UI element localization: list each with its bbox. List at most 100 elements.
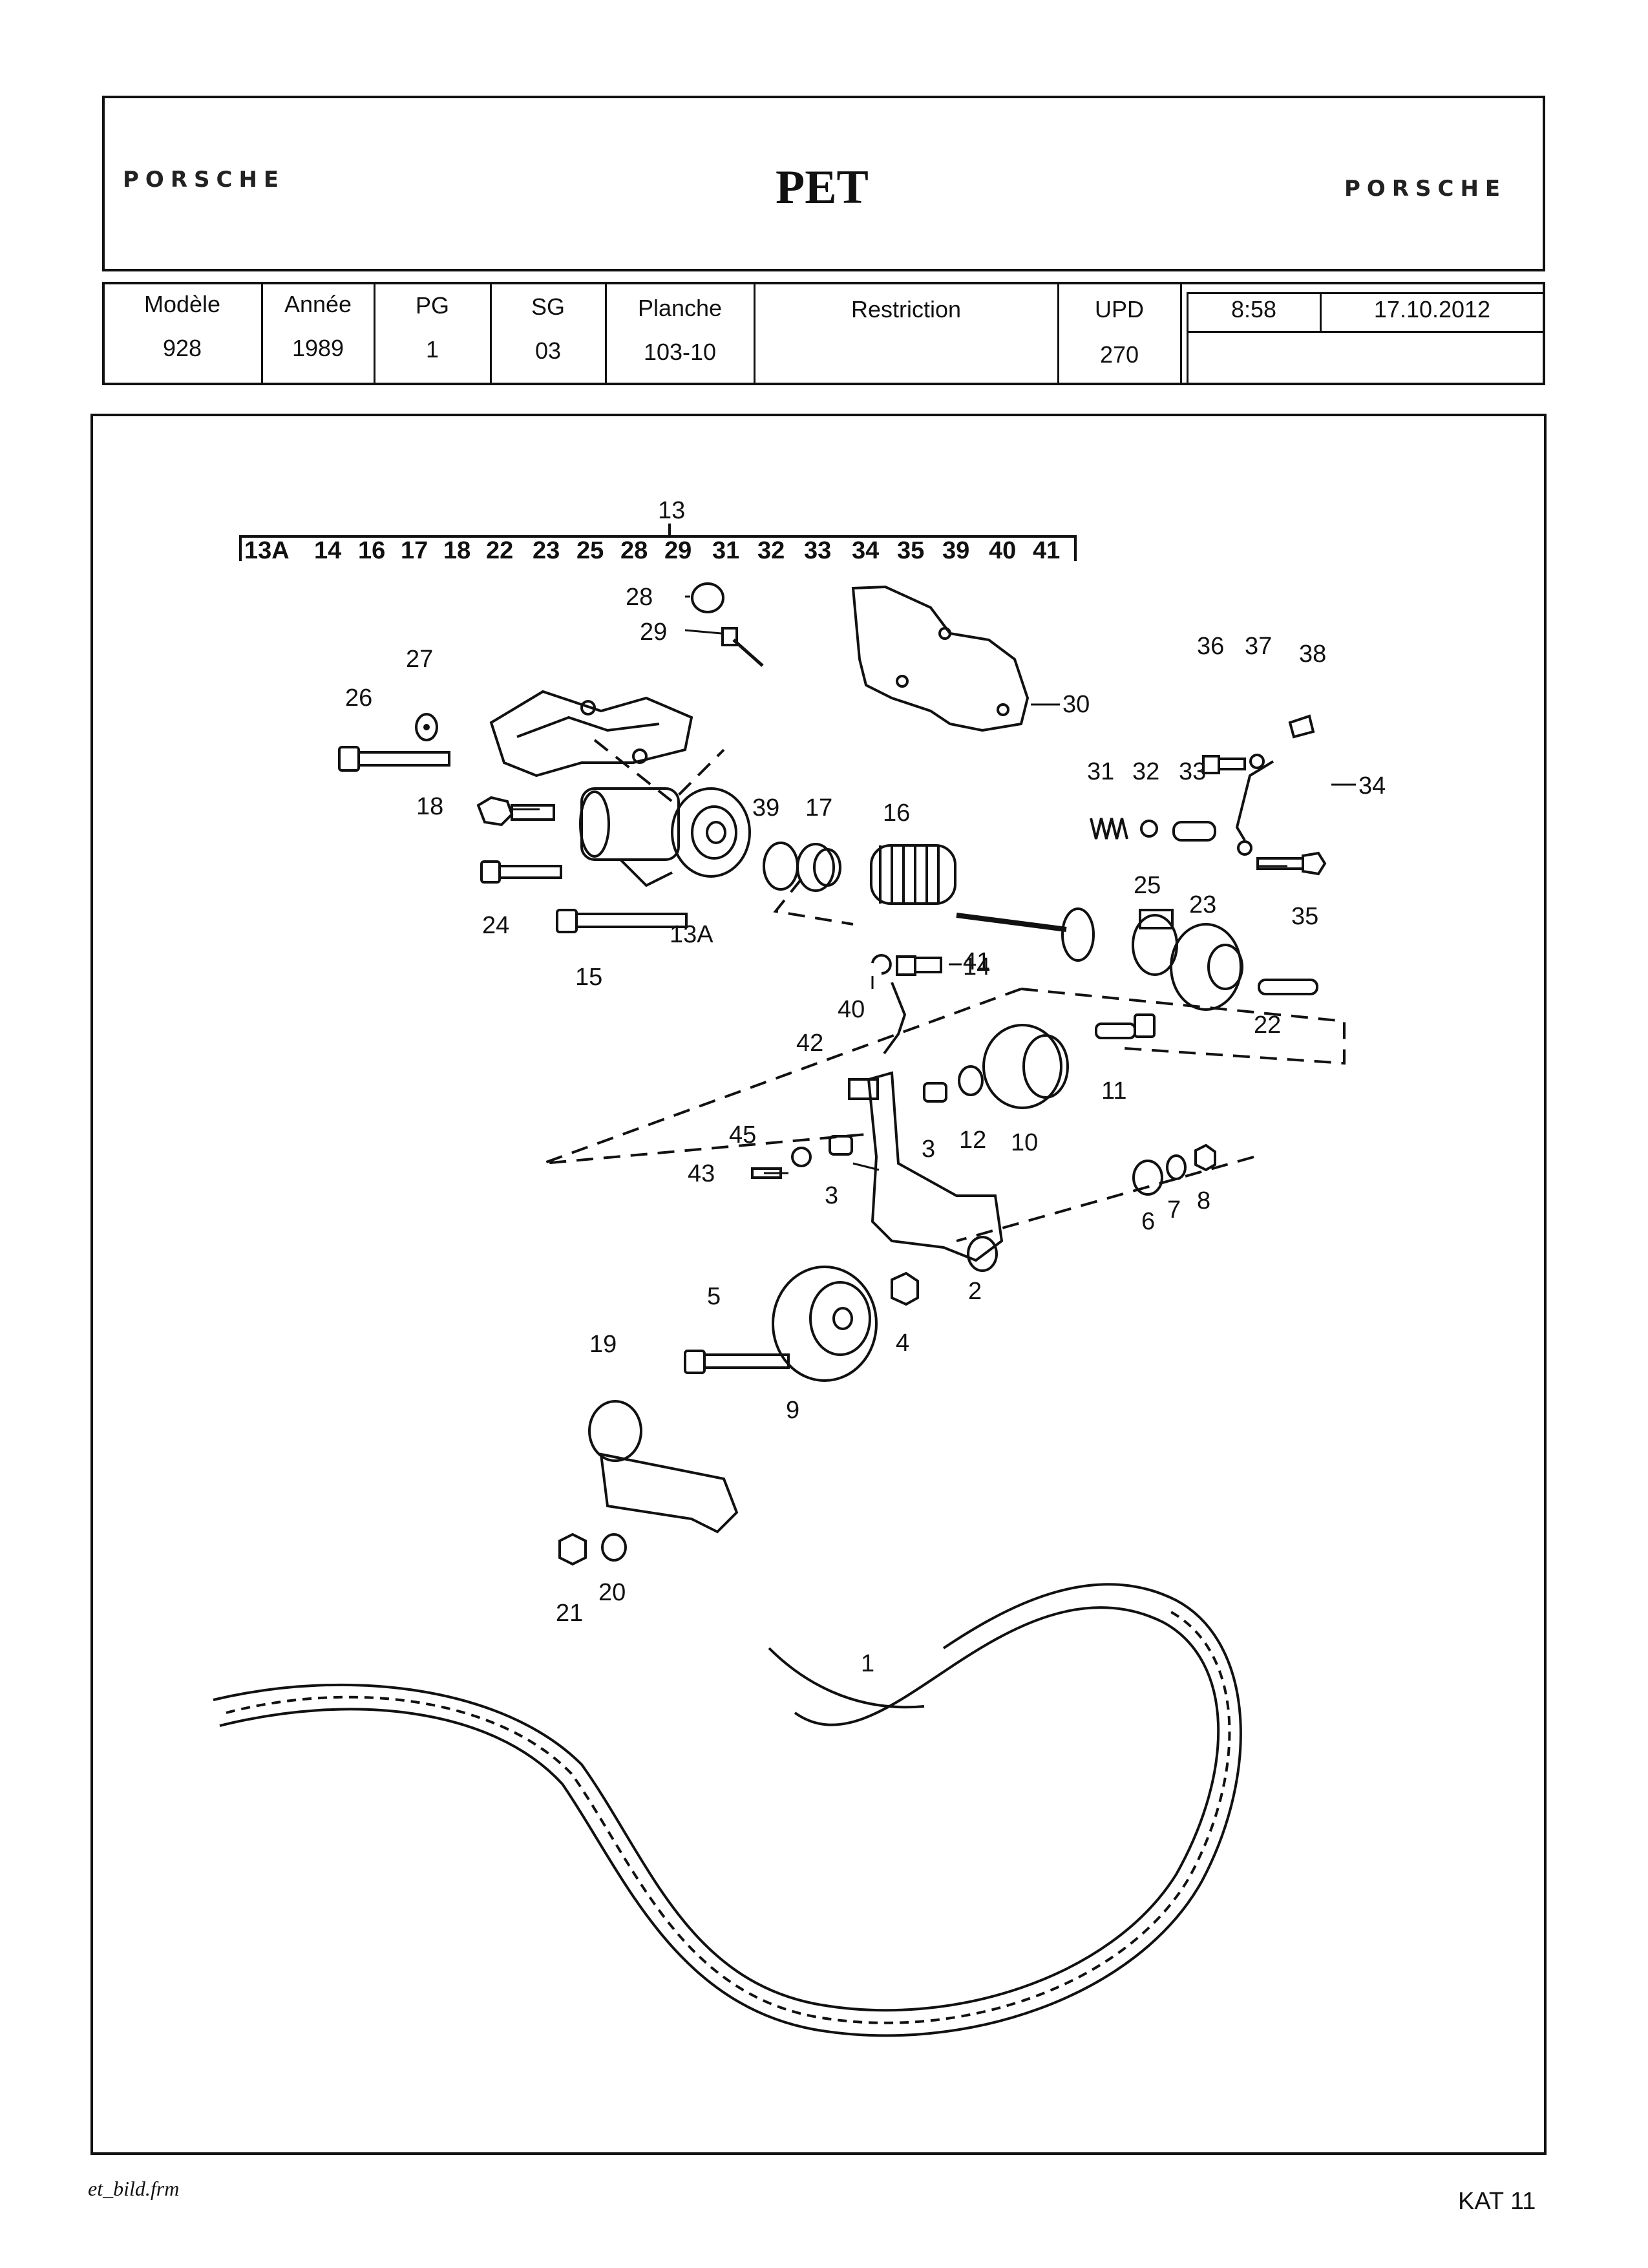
sensor-42-illustration xyxy=(848,982,907,1100)
sleeve-33-illustration xyxy=(1172,821,1216,842)
callout-14: 14 xyxy=(963,953,990,980)
sensor-35-illustration xyxy=(1256,851,1327,876)
group-item: 40 xyxy=(989,537,1016,564)
bolt-15-illustration xyxy=(556,909,688,933)
piston-17-illustration xyxy=(796,843,841,892)
group-item: 25 xyxy=(576,537,604,564)
col-label-restriction: Restriction xyxy=(850,296,962,323)
callout-8: 8 xyxy=(1197,1187,1210,1214)
col-label-model: Modèle xyxy=(143,291,221,317)
callout-15: 15 xyxy=(575,964,602,991)
washer-7-illustration xyxy=(1166,1154,1187,1180)
callout-43: 43 xyxy=(688,1160,715,1187)
bolt-5-illustration xyxy=(684,1350,790,1374)
callout-40: 40 xyxy=(838,996,865,1023)
callout-4: 4 xyxy=(896,1330,909,1357)
table-divider xyxy=(754,283,755,384)
bolt-36-illustration xyxy=(1202,755,1246,774)
callout-3: 3 xyxy=(825,1182,838,1209)
time-value: 8:58 xyxy=(1231,296,1277,323)
callout-27: 27 xyxy=(406,646,433,673)
nut-21-illustration xyxy=(558,1532,587,1566)
callout-16: 16 xyxy=(883,800,910,827)
cap-28-illustration xyxy=(691,582,724,613)
nut-18-illustration xyxy=(476,796,555,827)
washer-45-illustration xyxy=(791,1147,812,1167)
screw-29-illustration xyxy=(721,627,764,667)
callout-6: 6 xyxy=(1141,1208,1155,1235)
group-item: 33 xyxy=(804,537,831,564)
callout-39: 39 xyxy=(752,794,779,821)
group-item: 35 xyxy=(897,537,924,564)
callout-2: 2 xyxy=(968,1278,982,1305)
o-ring-39-illustration xyxy=(763,842,799,891)
callout-10: 10 xyxy=(1011,1129,1038,1156)
callout-13a: 13A xyxy=(670,921,713,948)
callout-19: 19 xyxy=(589,1331,617,1358)
table-divider xyxy=(1187,292,1188,384)
leader-lines xyxy=(511,595,1356,1174)
callout-41: 41 xyxy=(963,948,990,975)
col-label-year: Année xyxy=(284,291,352,317)
callout-22: 22 xyxy=(1254,1012,1281,1039)
col-label-pg: PG xyxy=(415,292,449,319)
callout-45: 45 xyxy=(729,1121,756,1149)
bushing-3-illustration xyxy=(829,1082,947,1156)
spring-31-illustration xyxy=(1090,818,1128,840)
group-item: 16 xyxy=(358,537,385,564)
callout-30: 30 xyxy=(1062,691,1090,718)
callout-24: 24 xyxy=(482,912,509,939)
diagram-frame xyxy=(90,414,1547,2155)
shaft-14-illustration xyxy=(956,907,1095,962)
page-title: PET xyxy=(776,161,869,214)
group-item: 34 xyxy=(852,537,879,564)
table-divider xyxy=(605,283,607,384)
exploded-parts-diagram: 13 13A 14 16 17 18 22 23 25 28 29 31 32 … xyxy=(213,497,1386,2037)
washer-6-illustration xyxy=(1132,1160,1163,1196)
nut-8-illustration xyxy=(1194,1143,1216,1172)
callout-42: 42 xyxy=(796,1030,823,1057)
header-box xyxy=(102,96,1545,271)
footer-catalog: KAT 11 xyxy=(1458,2188,1536,2215)
callout-1: 1 xyxy=(861,1650,874,1677)
callout-37: 37 xyxy=(1245,633,1272,660)
col-value-year: 1989 xyxy=(291,335,344,361)
washer-20-illustration xyxy=(601,1533,627,1562)
footer-filename: et_bild.frm xyxy=(88,2177,180,2200)
pulley-9-illustration xyxy=(772,1266,878,1382)
group-item: 28 xyxy=(620,537,648,564)
group-item: 18 xyxy=(443,537,470,564)
callouts: 1 2 3 3 4 5 6 7 8 9 10 11 12 13A 14 15 1… xyxy=(345,584,1386,1677)
rod-34-illustration xyxy=(1235,760,1274,856)
washer-27-illustration xyxy=(415,713,438,741)
table-divider xyxy=(1320,292,1322,331)
pulley-10-illustration xyxy=(982,1024,1069,1109)
nut-4-illustration xyxy=(891,1271,919,1306)
bolt-26-illustration xyxy=(338,746,450,772)
col-value-upd: 270 xyxy=(1099,341,1139,368)
group-bracket: 13 13A 14 16 17 18 22 23 25 28 29 31 32 … xyxy=(239,497,1077,564)
group-item: 13A xyxy=(244,537,290,564)
date-value: 17.10.2012 xyxy=(1373,296,1491,323)
col-label-upd: UPD xyxy=(1094,296,1144,323)
col-value-pg: 1 xyxy=(425,336,439,363)
group-item: 39 xyxy=(942,537,969,564)
callout-20: 20 xyxy=(598,1579,626,1606)
callout-12: 12 xyxy=(959,1127,986,1154)
table-divider xyxy=(1057,283,1059,384)
col-value-planche: 103-10 xyxy=(643,339,717,365)
cover-30-illustration xyxy=(851,585,1030,732)
spring-16-illustration xyxy=(870,844,956,905)
callout-35: 35 xyxy=(1291,903,1318,930)
callout-18: 18 xyxy=(416,793,443,820)
timing-belt-1-illustration xyxy=(213,1583,1242,2037)
callout-25: 25 xyxy=(1134,872,1161,899)
porsche-logo-left: PORSCHE xyxy=(123,167,286,193)
arm-2-illustration xyxy=(867,1071,1004,1272)
callout-31: 31 xyxy=(1087,758,1114,785)
table-divider xyxy=(261,283,263,384)
callout-34: 34 xyxy=(1358,772,1386,800)
callout-26: 26 xyxy=(345,684,372,712)
group-item: 31 xyxy=(712,537,739,564)
callout-17: 17 xyxy=(805,794,832,821)
